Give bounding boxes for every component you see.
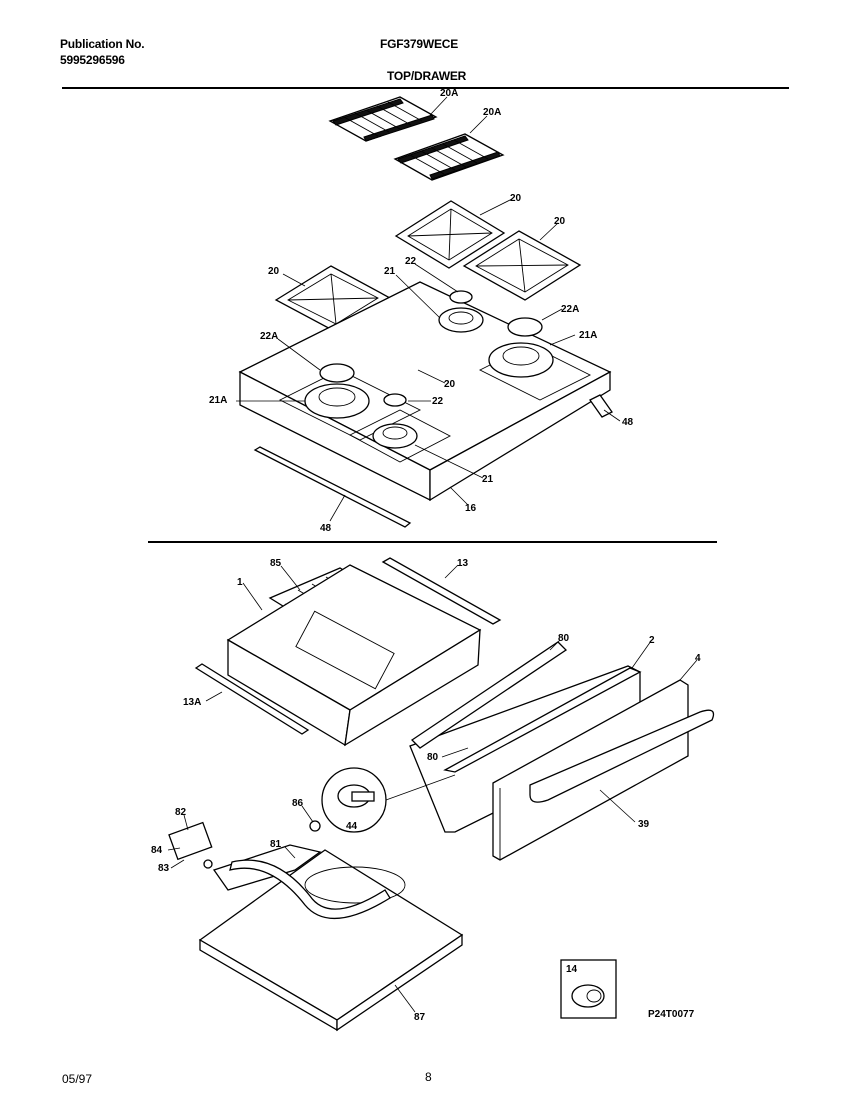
callout-13: 13 — [457, 558, 469, 569]
callout-21-a: 21 — [384, 266, 396, 277]
griddle-grate-left — [328, 96, 438, 142]
callout-85: 85 — [270, 558, 282, 569]
page-number: 8 — [425, 1070, 432, 1084]
callout-81: 81 — [270, 839, 282, 850]
callout-21-b: 21 — [482, 474, 494, 485]
bracket-detail-circle — [321, 767, 456, 833]
callout-22-a: 22 — [405, 256, 417, 267]
callout-20A-b: 20A — [483, 107, 501, 118]
callout-22-b: 22 — [432, 396, 444, 407]
leader-lines-bottom — [167, 564, 698, 1013]
spacer-86 — [309, 820, 321, 832]
publication-number: 5995296596 — [60, 53, 125, 67]
burner-front-left — [304, 383, 370, 419]
gas-valve-assembly — [168, 821, 213, 869]
callout-20-b: 20 — [554, 216, 566, 227]
callout-20-c: 20 — [268, 266, 280, 277]
callout-44: 44 — [346, 821, 358, 832]
burner-front-right — [372, 423, 418, 449]
callout-21A-a: 21A — [579, 330, 597, 341]
burner-rear-right — [488, 342, 554, 378]
callout-1: 1 — [237, 577, 243, 588]
callout-48-b: 48 — [320, 523, 332, 534]
callout-4: 4 — [695, 653, 701, 664]
callout-20-d: 20 — [444, 379, 456, 390]
drawer-slide-left — [194, 663, 310, 735]
section-divider — [148, 541, 717, 543]
callout-87: 87 — [414, 1012, 426, 1023]
callout-21A-b: 21A — [209, 395, 227, 406]
callout-16: 16 — [465, 503, 477, 514]
callout-86: 86 — [292, 798, 304, 809]
callout-20A-a: 20A — [440, 88, 458, 99]
publication-label: Publication No. — [60, 37, 145, 51]
burner-grate-rear-right — [462, 230, 582, 301]
callout-80-a: 80 — [558, 633, 570, 644]
callout-80-b: 80 — [427, 752, 439, 763]
burner-cap-small-rear — [449, 290, 473, 304]
leader-lines-top — [236, 96, 621, 522]
drawer-bottom-plate — [198, 849, 464, 1032]
drawer-gasket — [410, 641, 568, 749]
drawer-slide-right — [381, 557, 502, 625]
model-number: FGF379WECE — [380, 37, 459, 51]
burner-rear-left — [438, 307, 484, 333]
callout-84: 84 — [151, 845, 163, 856]
callout-48-a: 48 — [622, 417, 634, 428]
knob-inset-box — [560, 959, 617, 1019]
callout-14: 14 — [566, 964, 578, 975]
drawer-inner-panel — [409, 665, 642, 833]
callout-22A-b: 22A — [260, 331, 278, 342]
callout-83: 83 — [158, 863, 170, 874]
callout-2: 2 — [649, 635, 655, 646]
burner-cap-large-front — [319, 363, 355, 383]
trim-strip-front — [253, 446, 412, 528]
drawing-code: P24T0077 — [648, 1009, 695, 1020]
griddle-grate-right — [393, 133, 505, 181]
burner-grate-rear-left — [394, 200, 506, 269]
footer-date: 05/97 — [62, 1072, 93, 1086]
header-rule — [62, 87, 789, 89]
burner-cap-large-rear — [507, 317, 543, 337]
section-title: TOP/DRAWER — [387, 69, 467, 83]
broil-element — [229, 859, 391, 920]
callout-82: 82 — [175, 807, 187, 818]
callout-20-a: 20 — [510, 193, 522, 204]
drawer-liner — [226, 564, 482, 747]
burner-cap-small-front — [383, 393, 407, 407]
callout-22A-a: 22A — [561, 304, 579, 315]
callout-39: 39 — [638, 819, 650, 830]
drawer-handle — [529, 709, 715, 803]
callout-13A: 13A — [183, 697, 201, 708]
